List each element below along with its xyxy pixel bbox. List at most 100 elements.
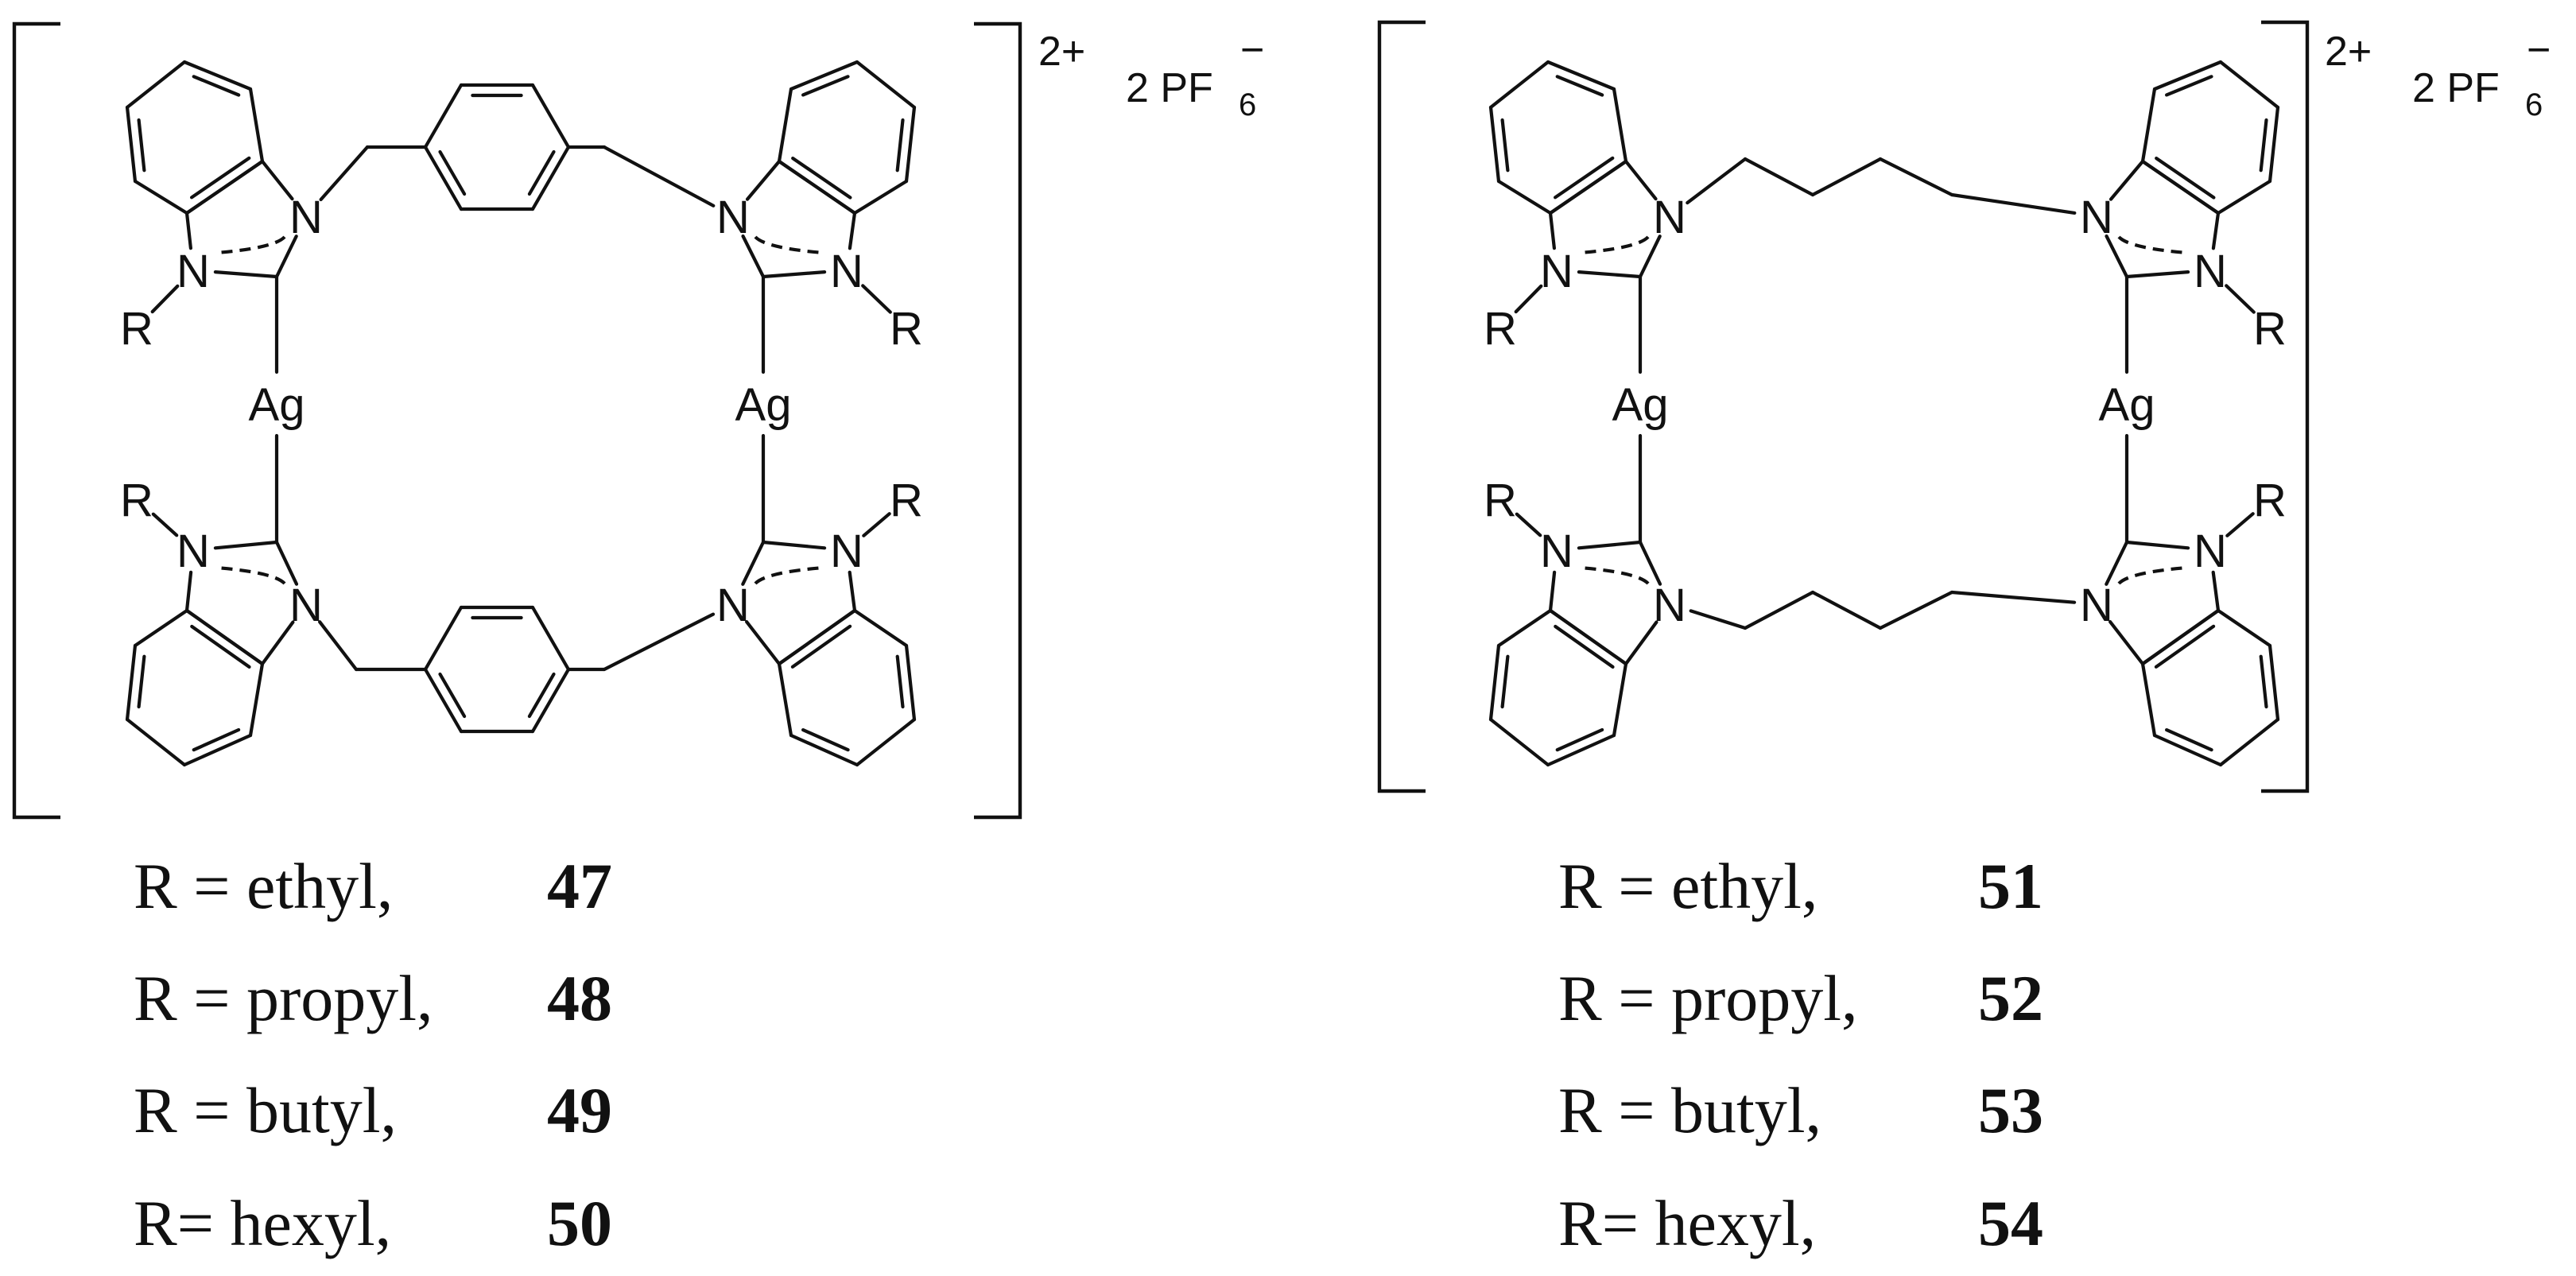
left-xylene-bottom-double-bond [438,672,467,719]
right-benzimidazole-bottom-left-c2-n1-bond [1638,540,1662,586]
left-benzimidazole-bottom-left-r-bond [151,512,179,537]
left-compound-number-4: 50 [547,1187,612,1259]
right-benzimidazole-top-left-benzene-bond [1548,159,1628,215]
left-benzimidazole-top-right: NNR [716,60,923,355]
right-benzimidazole-top-right-benzene-bond [2140,87,2157,164]
right-propylene-top-bond [1686,157,1748,205]
left-benzimidazole-bottom-right-r-bond [862,512,891,537]
right-benzimidazole-top-right: NNR [2080,60,2287,355]
left-benzimidazole-bottom-left-n1-c7a-bond [260,620,295,666]
left-complex-charge: 2+ [1038,29,1085,75]
left-benzimidazole-top-right-benzene-bond [852,179,909,215]
left-benzimidazole-bottom-left-delocalized-bond [215,565,286,585]
left-xylene-top-bond [423,145,464,211]
left-benzimidazole-bottom-left-c2-n3-bond [213,540,279,550]
right-benzimidazole-bottom-left-r-label: R [1484,475,1517,526]
left-compound-label-3: R = butyl, [134,1074,397,1146]
left-silver-right-label: Ag [735,379,792,431]
left-compound-label-1: R = ethyl, [134,850,393,922]
right-propylene-bottom-bond [1743,590,1815,630]
right-counterion: 2 PF [2412,65,2500,111]
left-benzimidazole-bottom-left-c2-n1-bond [274,540,299,586]
right-benzimidazole-bottom-right-benzene-bond [2140,661,2157,738]
right-benzimidazole-top-left-n1-c7a-bond [1624,159,1658,201]
left-benzimidazole-top-left-r-label: R [120,303,153,355]
right-benzimidazole-bottom-right-r-bond [2225,512,2255,537]
right-benzimidazole-bottom-left-benzene-bond [1496,608,1553,648]
right-propylene-bottom-bond [1810,590,1883,630]
right-counterion-charge: − [2527,27,2551,73]
left-compound-label-4: R= hexyl, [134,1187,391,1259]
right-benzimidazole-bottom-left-benzene-bond [1488,643,1501,722]
right-left-bracket [1377,20,1426,793]
right-propylene-top-bond [1878,157,1954,197]
right-benzimidazole-top-right-benzene-bond [2268,105,2280,184]
left-benzimidazole-top-left-n1-c7a-bond [260,159,294,201]
right-right-bracket [2261,20,2310,793]
right-benzimidazole-top-right-benzene-double-bond [2165,75,2213,97]
left-benzimidazole-bottom-left-benzene-double-bond [192,727,241,752]
right-benzimidazole-bottom-left-n3-c3a-bond [1548,570,1557,613]
right-benzimidazole-top-left-benzene-bond [1488,60,1550,110]
left-benzimidazole-bottom-right-r-label: R [890,475,923,526]
right-benzimidazole-bottom-right-benzene-bond [2152,733,2223,767]
right-compound-label-1: R = ethyl, [1558,850,1818,922]
right-benzimidazole-top-right-c2-n3-bond [2124,270,2190,279]
right-benzimidazole-top-left-c2-n3-bond [1577,270,1643,279]
right-benzimidazole-bottom-right-benzene-bond [2140,608,2221,666]
left-compound-number-2: 48 [547,962,612,1034]
right-benzimidazole-top-right-n3-c3a-bond [2211,211,2221,250]
left-benzimidazole-top-right-benzene-bond [904,105,917,184]
left-xylene-bottom-bond [530,667,571,734]
right-benzimidazole-top-left-delocalized-bond [1579,235,1650,255]
left-benzimidazole-bottom-right-c2-n3-bond [761,540,827,550]
right-benzimidazole-top-right-n1-c7a-bond [2109,159,2145,201]
right-benzimidazole-top-right-benzene-bond [2218,60,2280,110]
right-propylene-top-bond [1810,157,1883,197]
right-benzimidazole-bottom-left: NNR [1484,475,1686,767]
left-benzimidazole-top-right-benzene-double-bond [895,118,905,173]
right-benzimidazole-bottom-left-benzene-double-bond [1555,727,1604,752]
left-benzimidazole-bottom-left-benzene-double-bond [137,654,146,709]
right-compound-number-4: 54 [1978,1187,2043,1259]
left-benzimidazole-bottom-right-benzene-bond [904,643,917,722]
right-benzimidazole-bottom-right-benzene-bond [2216,608,2272,648]
left-benzimidazole-bottom-left-benzene-bond [125,717,187,767]
left-benzimidazole-bottom-right-delocalized-bond [754,565,824,585]
left-benzimidazole-top-left-fusion-double-bond [190,156,251,200]
left-xylene-top-double-bond [438,149,467,196]
right-benzimidazole-top-left-benzene-double-bond [1500,118,1510,173]
right-benzimidazole-top-right-r-bond [2225,284,2256,314]
left-right-bracket [974,21,1022,820]
left-benzimidazole-top-right-n3-c3a-bond [848,211,857,250]
right-compound-list: R = ethyl, 51 R = propyl, 52 R = butyl, … [1558,850,2043,1259]
right-benzimidazole-top-left-n-linker-label: N [1653,192,1686,243]
left-benzimidazole-top-right-n-linker-label: N [716,192,750,243]
left-xylene-bottom-bond [423,605,464,672]
right-benzimidazole-top-left-r-label: R [1484,303,1517,355]
left-xylene-top-double-bond [527,149,556,196]
left-benzimidazole-bottom-left-benzene-bond [248,661,265,738]
left-silver-left-label: Ag [249,379,305,431]
left-compound-list: R = ethyl, 47 R = propyl, 48 R = butyl, … [134,850,612,1259]
left-benzimidazole-bottom-right-benzene-bond [777,661,793,738]
right-benzimidazole-bottom-left-n1-c7a-bond [1624,620,1658,666]
right-benzimidazole-top-left-benzene-bond [1612,87,1628,164]
left-benzimidazole-bottom-right-c2-n1-bond [741,540,766,586]
left-benzimidazole-top-left-benzene-bond [184,159,265,215]
right-benzimidazole-top-left-benzene-double-bond [1555,75,1604,97]
left-benzimidazole-top-left-delocalized-bond [215,235,286,255]
left-benzimidazole-top-right-r-label: R [890,303,923,355]
left-ch2-bond [602,145,716,207]
right-benzimidazole-top-left-r-bond [1514,284,1543,314]
right-benzimidazole-bottom-right-delocalized-bond [2117,565,2188,585]
right-benzimidazole-top-right-benzene-bond [2152,60,2223,91]
left-benzimidazole-top-right-benzene-bond [777,159,857,215]
left-benzimidazole-top-left: NNR [120,60,323,355]
right-benzimidazole-bottom-right-n-linker-label: N [2080,580,2113,631]
left-compound-label-2: R = propyl, [134,962,433,1034]
right-benzimidazole-bottom-left-c2-n3-bond [1577,540,1643,550]
left-benzimidazole-bottom-left-n-r-label: N [177,526,210,577]
right-benzimidazole-bottom-left-r-bond [1515,512,1542,537]
